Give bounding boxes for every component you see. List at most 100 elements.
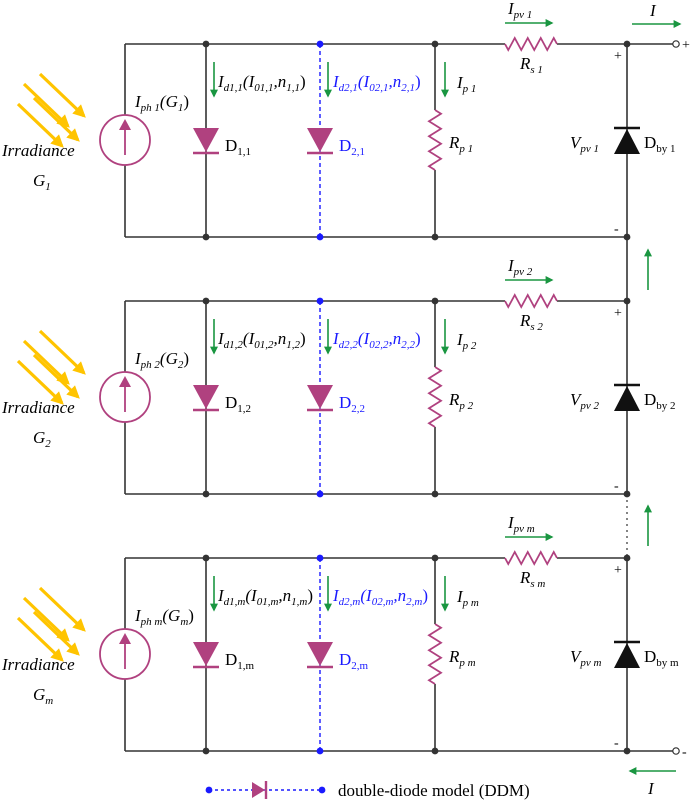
rp-label-part: p m bbox=[458, 657, 475, 669]
id1-label-part: d1,1 bbox=[224, 82, 243, 94]
diode-1 bbox=[193, 128, 219, 155]
iph-label-part: I bbox=[134, 606, 142, 625]
legend-dot-left bbox=[205, 786, 213, 794]
d2-label-part: 2,1 bbox=[351, 146, 365, 158]
dby-label-part: D bbox=[644, 647, 656, 666]
id2-label-part: (I bbox=[360, 586, 373, 605]
diode-1-triangle bbox=[193, 128, 219, 152]
dby-label: Dby 2 bbox=[644, 390, 676, 412]
ipv-label: Ipv 1 bbox=[507, 0, 532, 21]
d2-label-part: D bbox=[339, 136, 351, 155]
shunt-resistor bbox=[427, 109, 443, 171]
d2-label: D2,1 bbox=[339, 136, 365, 158]
iph-label: Iph m(Gm) bbox=[134, 606, 194, 628]
rs-label-part: s 1 bbox=[530, 64, 543, 76]
iph-label-part: I bbox=[134, 349, 142, 368]
module-plus-part: + bbox=[614, 49, 622, 64]
rs-label-part: s 2 bbox=[530, 321, 543, 333]
module-plus-part: + bbox=[614, 306, 622, 321]
iph-label-part: ph m bbox=[140, 616, 163, 628]
d1-label-part: 1,2 bbox=[237, 403, 251, 415]
irradiance-ray bbox=[38, 329, 86, 375]
shunt-resistor bbox=[427, 366, 443, 428]
junction-dot bbox=[431, 490, 439, 498]
dby-label-part: by m bbox=[656, 657, 679, 669]
irradiance-label: Irradiance bbox=[1, 655, 75, 674]
rs-label-part: s m bbox=[530, 578, 545, 590]
rp-label-part: R bbox=[448, 390, 460, 409]
diode-2 bbox=[307, 385, 333, 412]
iph-label: Iph 1(G1) bbox=[134, 92, 189, 114]
id1-label-part: 01,1 bbox=[254, 82, 273, 94]
id1-label: Id1,1(I01,1,n1,1) bbox=[217, 72, 306, 94]
irradiance-symbol-part: G bbox=[33, 171, 45, 190]
junction-dot bbox=[202, 233, 210, 241]
diode-1-triangle bbox=[193, 385, 219, 409]
current-source-arrowhead bbox=[119, 376, 131, 387]
terminal-plus-label-part: + bbox=[682, 38, 690, 53]
iph-label-part: I bbox=[134, 92, 142, 111]
junction-dot bbox=[431, 233, 439, 241]
dby-label-part: by 2 bbox=[656, 400, 675, 412]
iph-label-part: 1 bbox=[178, 102, 184, 114]
irradiance-symbol-part: G bbox=[33, 685, 45, 704]
ip-label: Ip 2 bbox=[456, 330, 477, 352]
id2-label-part: d2,2 bbox=[339, 339, 359, 351]
module-minus-part: - bbox=[614, 479, 619, 494]
id2-label-part: 2,2 bbox=[401, 339, 415, 351]
junction-dot bbox=[431, 40, 439, 48]
junction-dot bbox=[431, 554, 439, 562]
id1-label: Id1,m(I01,m,n1,m) bbox=[217, 586, 313, 608]
id1-label-part: 1,2 bbox=[286, 339, 300, 351]
rs-label-part: R bbox=[519, 311, 531, 330]
id1-label-part: ,n bbox=[274, 329, 287, 348]
bypass-diode-triangle bbox=[614, 386, 640, 411]
irradiance-ray bbox=[32, 610, 80, 656]
diode-2-triangle bbox=[307, 385, 333, 409]
ipv-label: Ipv m bbox=[507, 513, 535, 535]
legend-dot-right bbox=[318, 786, 326, 794]
id1-label-part: I bbox=[217, 72, 225, 91]
ipv-label-part: pv 2 bbox=[513, 266, 533, 278]
terminal-negative bbox=[672, 747, 680, 755]
id1-label-part: 01,2 bbox=[254, 339, 274, 351]
ip-label-part: I bbox=[456, 587, 464, 606]
diode-1 bbox=[193, 642, 219, 669]
output-current-label-top-part: I bbox=[649, 1, 657, 20]
d2-label-part: 2,2 bbox=[351, 403, 365, 415]
ipv-label-part: pv 1 bbox=[513, 9, 533, 21]
iph-label: Iph 2(G2) bbox=[134, 349, 189, 371]
ip-label: Ip m bbox=[456, 587, 479, 609]
id1-label-part: ) bbox=[300, 72, 306, 91]
terminal-plus-label: + bbox=[682, 38, 690, 53]
current-source-arrowhead bbox=[119, 633, 131, 644]
irradiance-symbol-part: G bbox=[33, 428, 45, 447]
ddm-junction-dot bbox=[316, 490, 324, 498]
irradiance-ray bbox=[22, 82, 70, 128]
d1-label-part: D bbox=[225, 393, 237, 412]
irradiance-label-part: Irradiance bbox=[1, 655, 75, 674]
id1-label-part: d1,m bbox=[224, 596, 246, 608]
series-resistor bbox=[504, 550, 558, 566]
id1-label-part: ) bbox=[300, 329, 306, 348]
id1-label-part: (I bbox=[243, 329, 256, 348]
diode-1-triangle bbox=[193, 642, 219, 666]
module-minus: - bbox=[614, 479, 619, 494]
ipv-label-part: I bbox=[507, 0, 515, 18]
ddm-legend: double-diode model (DDM) bbox=[205, 781, 530, 800]
diode-2 bbox=[307, 128, 333, 155]
series-resistor bbox=[504, 293, 558, 309]
rp-label: Rp 2 bbox=[448, 390, 474, 412]
irradiance-ray bbox=[16, 359, 64, 405]
id1-label-part: (I bbox=[243, 72, 256, 91]
ip-label-part: p m bbox=[462, 597, 479, 609]
legend-diode-triangle bbox=[252, 782, 265, 798]
legend-text: double-diode model (DDM) bbox=[338, 781, 530, 800]
id2-label-part: 2,1 bbox=[401, 82, 415, 94]
id2-label-part: (I bbox=[358, 329, 371, 348]
output-current-label-bottom: I bbox=[647, 779, 655, 798]
id1-label-part: (I bbox=[245, 586, 258, 605]
rs-label: Rs m bbox=[519, 568, 545, 590]
d1-label: D1,1 bbox=[225, 136, 251, 158]
